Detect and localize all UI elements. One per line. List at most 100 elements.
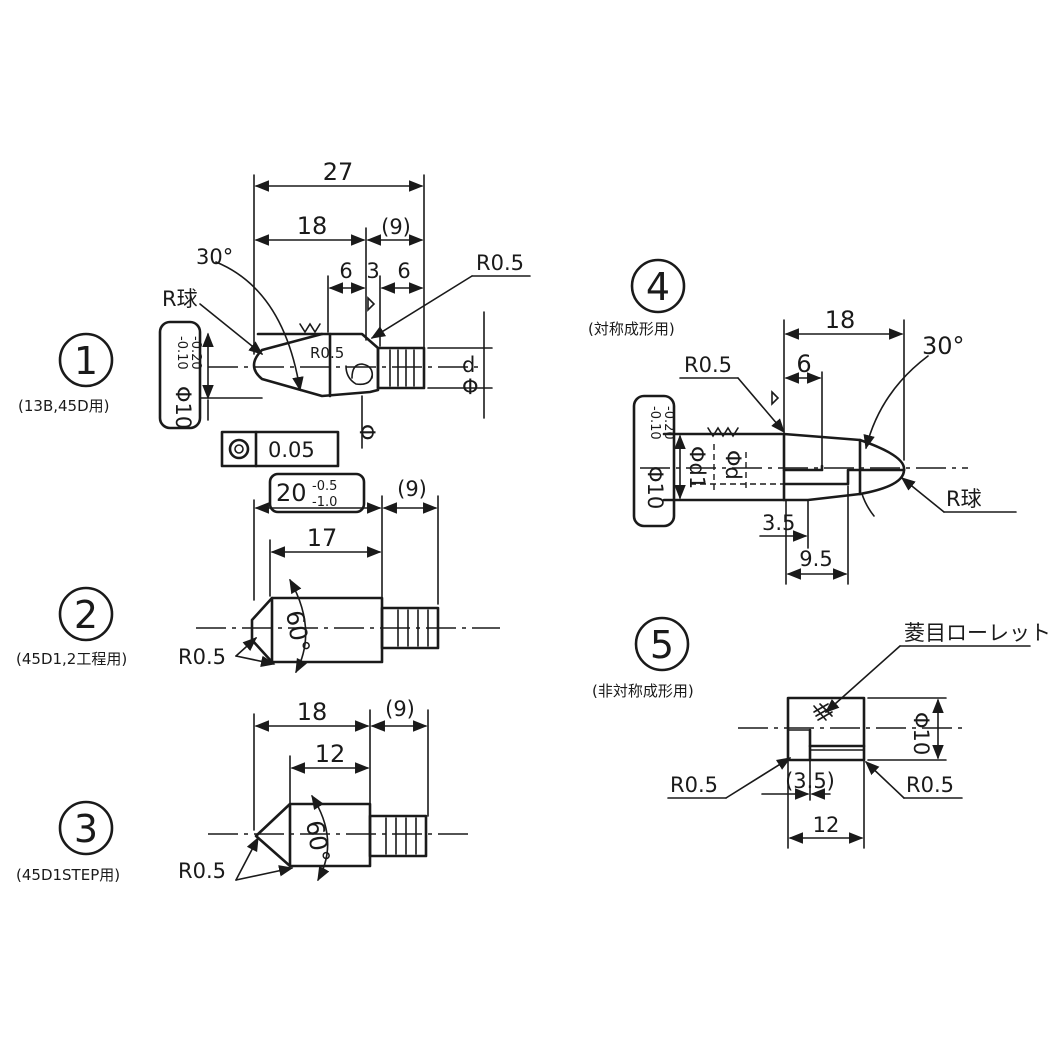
part-4-r05-leader	[737, 377, 785, 434]
part-1-gdt-concentricity-outer	[228, 438, 250, 460]
part-4-r-ball-leader	[900, 477, 945, 513]
part-4-dim-35: 3.5	[762, 511, 795, 535]
part-4-note: (対称成形用)	[588, 320, 675, 338]
part-2-r05-leader-a	[235, 637, 258, 657]
part-5-dia-main: Φ10	[909, 712, 933, 755]
part-5-knurl-note: 菱目ローレット	[904, 621, 1050, 645]
part-3-dim-9: (9)	[385, 697, 415, 721]
part-3-angle: 60°	[300, 818, 335, 865]
part-1-dim-18: 18	[297, 212, 328, 240]
part-4-finish-mark-face	[771, 390, 780, 406]
part-5-body	[786, 696, 866, 762]
part-5-dim-35: (3.5)	[785, 769, 835, 793]
part-5-drawing: 5 (非対称成形用) 菱目ローレット Φ10 R0.5 R0.5 (3.5)	[592, 616, 1050, 849]
part-1-note: (13B,45D用)	[18, 397, 110, 415]
part-1-finish-mark-face	[367, 296, 376, 312]
part-2-r05-leader-b	[235, 655, 276, 667]
part-1-finish-mark-top	[299, 322, 321, 334]
part-4-dim-18: 18	[825, 306, 856, 334]
part-4-tol-upper: -0.10	[647, 406, 662, 440]
part-1-dia-phi: Φ	[462, 375, 479, 399]
part-3-thread-lines	[385, 817, 417, 855]
part-4-dim-6: 6	[796, 350, 811, 378]
part-4-angle-arc-lower	[861, 493, 875, 517]
part-1-gdt-datum: Φ	[355, 424, 379, 441]
part-1-gdt-frame	[220, 430, 340, 468]
part-1-recess-circle	[351, 363, 374, 379]
part-1-r05-top-leader	[370, 275, 473, 339]
part-4-flat-lower	[782, 468, 906, 486]
part-3-dim-12: 12	[315, 740, 346, 768]
part-1-tol-lower: -0.20	[188, 336, 203, 370]
part-1-number: 1	[74, 339, 98, 383]
part-5-number: 5	[650, 623, 674, 667]
part-3-r05-leader-a	[235, 836, 259, 881]
part-4-angle-arc	[863, 355, 929, 450]
part-5-dim-12: 12	[813, 813, 840, 837]
part-2-dim-20: 20	[276, 479, 307, 507]
part-1-recess	[345, 365, 373, 386]
part-1-angle: 30°	[196, 245, 233, 269]
part-4-r-ball: R球	[946, 487, 982, 511]
part-5-knurl-leader	[824, 645, 901, 713]
part-2-angle: 60°	[280, 608, 315, 655]
part-5-r05-left-leader	[725, 757, 792, 799]
part-4-number-circle	[630, 258, 686, 314]
part-2-dim-17: 17	[307, 524, 338, 552]
part-5-r05-right: R0.5	[906, 773, 954, 797]
part-4-dim-95: 9.5	[799, 547, 832, 571]
part-1-angle-arc	[215, 261, 304, 392]
part-3-number-circle	[58, 800, 114, 856]
part-5-knurl-hatch	[813, 703, 833, 721]
part-3-thread-stub	[368, 814, 428, 858]
part-1-dia-d: d	[462, 353, 475, 377]
part-1-tol-box	[158, 320, 202, 430]
part-4-r05: R0.5	[684, 353, 732, 377]
part-4-tol-box	[632, 394, 676, 528]
part-1-number-circle	[58, 332, 114, 388]
part-3-note: (45D1STEP用)	[16, 866, 120, 884]
part-4-dia-main: Φ10	[643, 466, 667, 509]
part-4-number: 4	[646, 265, 670, 309]
part-1-drawing: 1 (13B,45D用) 27 18 (9) 6 3 6	[18, 158, 531, 468]
part-2-number: 2	[74, 593, 98, 637]
part-3-r05-leader-b	[235, 865, 294, 881]
part-1-dim-9: (9)	[381, 215, 411, 239]
part-1-dim-6a: 6	[339, 259, 352, 283]
part-1-gdt-value: 0.05	[268, 438, 315, 462]
part-1-dim-27: 27	[323, 158, 354, 186]
part-1-thread-stub	[376, 346, 426, 390]
part-2-r05: R0.5	[178, 645, 226, 669]
part-2-angle-arc	[289, 578, 308, 674]
part-1-thread-lines	[389, 349, 415, 387]
part-4-finish-mark-top	[707, 426, 739, 438]
part-2-drawing: 2 (45D1,2工程用) 20 -0.5 -1.0 (9) 17 60° R0…	[16, 472, 500, 674]
part-1-r05-top: R0.5	[476, 251, 524, 275]
part-1-dia-main: Φ10	[171, 386, 195, 429]
part-4-drawing: 4 (対称成形用) 18 6 R0.5 30° R球	[588, 258, 1017, 585]
part-3-number: 3	[74, 807, 98, 851]
part-1-r-ball: R球	[162, 287, 198, 311]
part-3-dim-18: 18	[297, 698, 328, 726]
part-2-number-circle	[58, 586, 114, 642]
part-5-r05-right-leader	[864, 761, 905, 799]
part-2-tol-upper: -0.5	[312, 479, 337, 494]
part-3-body	[254, 802, 372, 868]
part-5-note: (非対称成形用)	[592, 682, 694, 700]
part-4-angle: 30°	[922, 332, 965, 360]
part-1-dim-6b: 6	[397, 259, 410, 283]
part-3-r05: R0.5	[178, 859, 226, 883]
part-1-tol-upper: -0.10	[174, 336, 189, 370]
part-1-gdt-concentricity-inner	[234, 444, 244, 454]
part-4-flat-cut	[782, 464, 824, 472]
part-4-dia-d: Φd	[721, 450, 745, 480]
part-1-r-ball-leader	[199, 303, 264, 355]
part-1-r05-inner: R0.5	[310, 344, 344, 362]
part-2-dim-9: (9)	[397, 477, 427, 501]
part-2-note: (45D1,2工程用)	[16, 650, 127, 668]
part-3-angle-arc	[311, 794, 330, 882]
part-3-drawing: 3 (45D1STEP用) 18 (9) 12 60° R0.5	[16, 697, 468, 884]
part-5-r05-left: R0.5	[670, 773, 718, 797]
part-4-dia-d1: Φd1	[685, 446, 709, 489]
